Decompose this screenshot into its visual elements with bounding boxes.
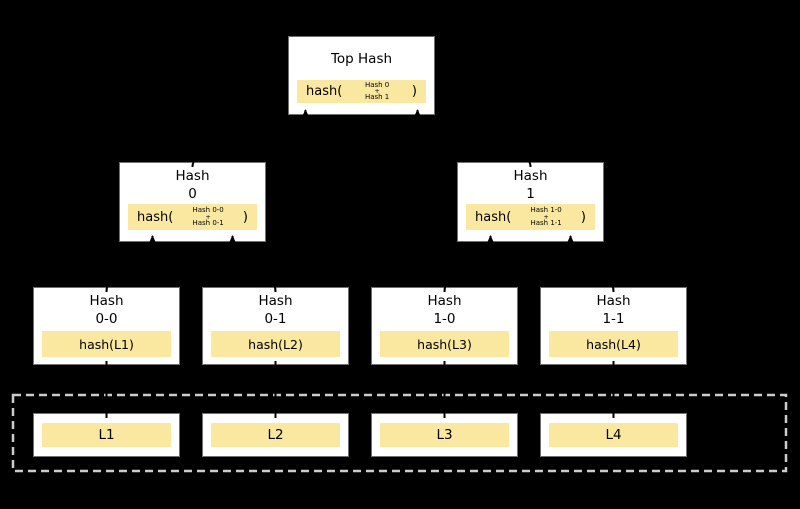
arrow-hash0-to-tophash [191,109,307,168]
hash-0-0-node: Hash 0-0 hash(L1) [33,287,180,365]
arrow-hash01-to-hash0 [231,235,277,293]
arrow-hash10-to-hash1 [443,235,492,293]
formula-operand-top: Hash 0-0 [192,206,224,214]
hash-1-1-node: Hash 1-1 hash(L4) [540,287,687,365]
node-title: Hash [427,293,462,309]
leaf-formula: hash(L2) [248,336,303,352]
formula-operand-bottom: Hash 1-1 [530,218,562,227]
node-subtitle: 1 [526,186,535,202]
arrow-hash1-to-tophash [416,109,532,168]
formula-operand-top: Hash 1-0 [530,206,562,214]
formula-operands: Hash 1-0 + Hash 1-1 [530,206,562,227]
node-title: Hash [175,168,210,184]
formula-suffix: ) [580,209,586,225]
plus-operator: + [374,87,380,95]
plus-operator: + [205,212,211,221]
node-title: Hash [89,293,124,309]
node-subtitle: 0-0 [95,311,118,327]
node-subtitle: 0 [188,186,197,202]
data-block-l3: L3 [371,413,518,457]
hash-0-1-node: Hash 0-1 hash(L2) [202,287,349,365]
hash-0-node: Hash 0 hash( Hash 0-0 + Hash 0-1 ) [119,162,266,242]
formula-prefix: hash( [475,209,512,225]
data-block-label: L2 [211,423,340,447]
leaf-formula: hash(L1) [79,336,134,352]
formula-prefix: hash( [137,209,174,225]
leaf-formula: hash(L3) [417,336,472,352]
hash-formula-bar: hash( Hash 1-0 + Hash 1-1 ) [466,204,595,230]
data-block-label: L3 [380,423,509,447]
node-title: Top Hash [330,51,393,67]
hash-1-0-node: Hash 1-0 hash(L3) [371,287,518,365]
plus-operator: + [543,212,549,221]
data-block-l2: L2 [202,413,349,457]
data-block-l1: L1 [33,413,180,457]
hash-formula-bar: hash(L2) [211,331,340,357]
formula-operands: Hash 0 + Hash 1 [364,80,390,102]
data-block-label: L4 [549,423,678,447]
formula-suffix: ) [411,84,417,99]
node-subtitle: 1-1 [602,311,625,327]
formula-operand-bottom: Hash 0-1 [192,218,224,227]
hash-formula-bar: hash( Hash 0 + Hash 1 ) [297,80,426,103]
data-block-label: L1 [42,423,171,447]
hash-1-node: Hash 1 hash( Hash 1-0 + Hash 1-1 ) [457,162,604,242]
formula-operands: Hash 0-0 + Hash 0-1 [192,206,224,227]
arrow-hash11-to-hash1 [569,235,615,293]
hash-formula-bar: hash(L1) [42,331,171,357]
arrow-hash00-to-hash0 [105,235,154,293]
formula-operand-top: Hash 0 [364,80,390,89]
hash-formula-bar: hash(L3) [380,331,509,357]
leaf-formula: hash(L4) [586,336,641,352]
hash-formula-bar: hash(L4) [549,331,678,357]
node-title: Hash [258,293,293,309]
formula-operand-bottom: Hash 1 [364,93,390,101]
formula-suffix: ) [242,209,248,225]
formula-prefix: hash( [306,84,343,99]
node-subtitle: 0-1 [264,311,287,327]
node-title: Hash [596,293,631,309]
node-subtitle: 1-0 [433,311,456,327]
hash-formula-bar: hash( Hash 0-0 + Hash 0-1 ) [128,204,257,230]
top-hash-node: Top Hash hash( Hash 0 + Hash 1 ) [288,36,435,115]
node-title: Hash [513,168,548,184]
data-block-l4: L4 [540,413,687,457]
